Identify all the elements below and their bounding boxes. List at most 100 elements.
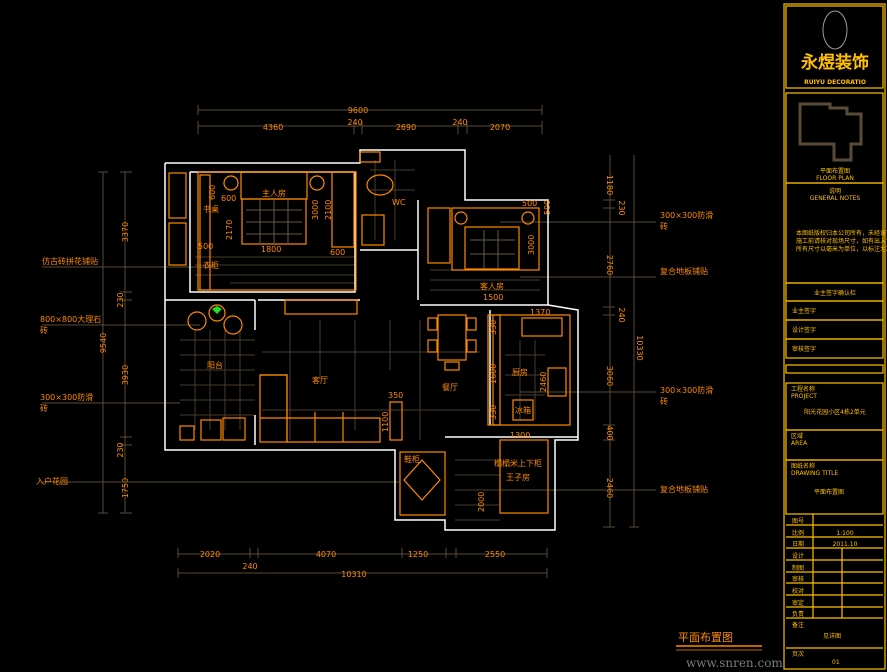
dim-label: 330 — [489, 320, 498, 335]
dim-label: 350 — [388, 391, 403, 400]
note-label: 800×800大理石 — [40, 314, 101, 324]
notes-text: 所有尺寸以毫米为单位，以标注为准。 — [796, 245, 887, 253]
dim-label: 2460 — [539, 372, 548, 392]
project-value: 阳光花园小区4栋2单元 — [804, 408, 866, 416]
remark-value: 见详图 — [823, 632, 841, 640]
room-label-kids: 王子房 — [506, 472, 530, 482]
note-label: 砖 — [40, 403, 48, 413]
room-labels: 主人房 书桌 衣柜 WC 客人房 阳台 客厅 餐厅 厨房 冰箱 榻榻米上下柜 王… — [203, 188, 542, 482]
second-bedroom-bed-area — [451, 207, 540, 271]
remark-label: 备注 — [792, 621, 804, 629]
sign-row: 审核签字 — [792, 345, 816, 353]
area-sub: AREA — [791, 440, 808, 447]
dim-label: 3000 — [311, 200, 320, 220]
meta-label: 校对 — [792, 587, 804, 595]
dim-label: 240 — [617, 307, 626, 322]
meta-label: 日期 — [792, 540, 804, 548]
notes-sub: GENERAL NOTES — [810, 195, 861, 202]
washbasin — [361, 214, 385, 246]
dim-label: 240 — [347, 118, 362, 127]
dim-label: 2070 — [490, 123, 510, 132]
dim-label: 2170 — [225, 220, 234, 240]
room-label-living: 客厅 — [312, 375, 328, 385]
dim-label: 1100 — [381, 412, 390, 432]
dim-label: 3930 — [121, 365, 130, 385]
sign-row: 业主签字 — [792, 307, 816, 315]
dim-label: 1600 — [489, 364, 498, 384]
note-label: 300×300防滑 — [660, 210, 713, 220]
note-label: 砖 — [40, 325, 48, 335]
wc-sign — [359, 151, 381, 163]
dim-label: 2690 — [396, 123, 416, 132]
room-label-kitchen: 厨房 — [512, 367, 528, 377]
drawing-value: 平面布置图 — [814, 488, 844, 496]
meta-label: 审核 — [792, 575, 804, 583]
project-sub: PROJECT — [791, 393, 817, 400]
logo-seal — [822, 10, 848, 50]
meta-label: 比例 — [792, 529, 804, 537]
plant — [208, 304, 226, 322]
tatami-bed — [499, 439, 549, 514]
dim-label: 3370 — [121, 222, 130, 242]
room-label-second-bedroom: 客人房 — [480, 281, 504, 291]
meta-label: 审定 — [792, 599, 804, 607]
top-dimensions: 9600 4360 240 2690 240 2070 — [197, 105, 543, 134]
room-label-kids: 榻榻米上下柜 — [494, 458, 542, 468]
room-dimensions: 600 600 2170 500 1800 3000 2100 600 500 … — [198, 185, 552, 512]
dim-label: 1500 — [483, 293, 503, 302]
dim-label: 4070 — [316, 550, 336, 559]
note-label: 入户花园 — [36, 476, 68, 486]
company-logo: 永煜装饰 — [800, 52, 869, 73]
room-label-master-bedroom: 主人房 — [262, 188, 286, 198]
desk — [199, 174, 211, 291]
note-label: 复合地板铺贴 — [660, 484, 708, 494]
keyplan-sub: FLOOR PLAN — [816, 175, 854, 182]
cabinet — [179, 425, 195, 441]
round-chair — [223, 315, 243, 335]
note-label: 砖 — [660, 396, 668, 406]
toilet — [366, 174, 394, 196]
room-label-wc: WC — [392, 198, 406, 207]
dim-label: 330 — [489, 405, 498, 420]
note-label: 300×300防滑 — [660, 385, 713, 395]
dim-bottom-overall: 10310 — [341, 570, 366, 579]
project-label: 工程名称 — [791, 385, 815, 393]
fridge — [512, 399, 534, 421]
room-label-dining: 餐厅 — [442, 383, 458, 392]
right-dimensions: 10330 1180 230 2760 240 3060 400 2460 — [603, 155, 644, 528]
dim-label: 230 — [116, 292, 125, 307]
furniture — [168, 151, 571, 516]
dim-label: 1300 — [510, 431, 530, 440]
closet — [168, 172, 187, 219]
dim-label: 4360 — [263, 123, 283, 132]
dining-table — [437, 314, 467, 361]
closet — [168, 222, 187, 266]
notes-text: 本图纸版权归本公司所有，未经许可不得复制。 — [796, 229, 887, 237]
note-label: 仿古砖拼花铺贴 — [42, 256, 98, 266]
meta-value: 2011.10 — [833, 541, 858, 548]
dim-label: 1180 — [605, 175, 614, 195]
title-block: 永煜装饰 RUIYU DECORATIO 平面布置图 FLOOR PLAN 说明… — [783, 3, 887, 670]
side-cabinet — [389, 401, 403, 441]
client-row: 业主签字确认栏 — [814, 289, 856, 297]
kitchen-counter — [492, 314, 571, 426]
dim-label: 1370 — [530, 308, 550, 317]
left-dimensions: 9540 3370 230 3930 230 1750 — [98, 171, 132, 514]
dim-label: 1750 — [121, 478, 130, 498]
note-label: 复合地板铺贴 — [660, 266, 708, 276]
meta-label: 图号 — [792, 518, 804, 525]
drawing-sub: DRAWING TITLE — [791, 470, 839, 477]
key-plan — [798, 102, 863, 162]
shoe-cabinet — [399, 451, 446, 516]
page-label: 页次 — [792, 650, 804, 658]
dim-label: 240 — [242, 562, 257, 571]
meta-label: 负责 — [792, 610, 804, 618]
dim-label: 2000 — [477, 492, 486, 512]
dim-label: 600 — [330, 248, 345, 257]
room-label: 书桌 — [203, 204, 219, 214]
dim-label: 500 — [198, 242, 213, 251]
plant-icon — [212, 306, 222, 314]
dim-label: 230 — [617, 200, 626, 215]
notes-text: 施工前请核对现场尺寸，如有出入请及时通知。 — [796, 237, 887, 245]
